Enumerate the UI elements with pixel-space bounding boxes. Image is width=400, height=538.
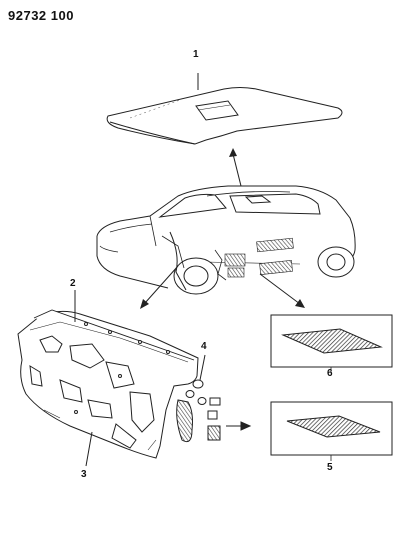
callout-6: 6 <box>327 368 333 379</box>
headliner-part <box>106 87 343 145</box>
document-id: 92732 100 <box>8 8 74 23</box>
dash-silencer-part <box>17 309 199 459</box>
arrow-to-pad-6 <box>259 273 305 308</box>
floor-pad-5-box <box>270 401 393 461</box>
callout-4: 4 <box>201 341 207 352</box>
callout-1: 1 <box>193 49 199 60</box>
plug-parts <box>176 354 252 443</box>
car-illustration <box>96 185 356 295</box>
leader-line-3 <box>85 431 93 467</box>
arrow-to-headliner <box>229 148 242 187</box>
arrow-to-dash-panel <box>140 265 179 309</box>
callout-2: 2 <box>70 278 76 289</box>
callout-5: 5 <box>327 462 333 473</box>
callout-3: 3 <box>81 469 87 480</box>
floor-pad-6-box <box>270 314 393 372</box>
